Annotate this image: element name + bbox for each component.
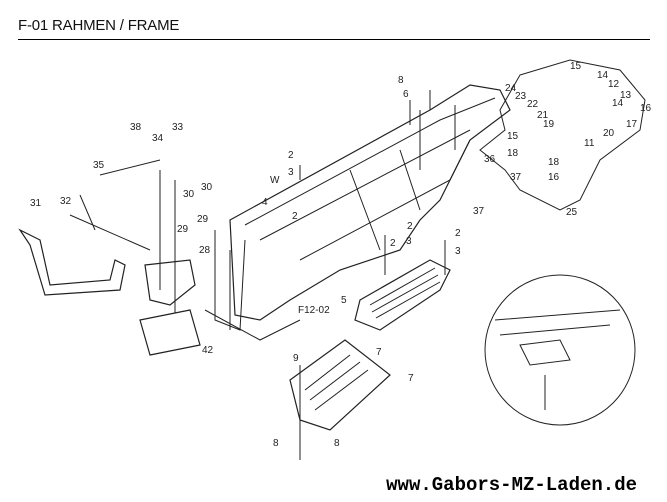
- frame-drawing: [18, 59, 646, 460]
- callout: 19: [543, 119, 555, 130]
- callout: 28: [199, 245, 211, 256]
- callout: 2: [390, 238, 396, 249]
- callout: 8: [398, 75, 404, 86]
- callout: 4: [262, 197, 268, 208]
- callout: F12-02: [298, 305, 330, 316]
- callout: 38: [130, 122, 142, 133]
- callout: 16: [640, 103, 652, 114]
- callout: 7: [408, 373, 414, 384]
- callout: 3: [288, 167, 294, 178]
- callout: 24: [505, 83, 517, 94]
- callout: 42: [202, 345, 214, 356]
- callout: 36: [484, 154, 496, 165]
- callout: 2: [407, 221, 413, 232]
- callout: 23: [515, 91, 527, 102]
- callout: 12: [608, 79, 620, 90]
- callout: 15: [507, 131, 519, 142]
- callout: 8: [334, 438, 340, 449]
- callout: 13: [620, 90, 632, 101]
- callout: 34: [152, 133, 164, 144]
- title-divider: [18, 39, 650, 40]
- callout: 29: [197, 214, 209, 225]
- callout: 2: [455, 228, 461, 239]
- callout: 16: [548, 172, 560, 183]
- callout: 29: [177, 224, 189, 235]
- callout: 31: [30, 198, 42, 209]
- callout: 32: [60, 196, 72, 207]
- callout: 14: [612, 98, 624, 109]
- callout: 2: [292, 211, 298, 222]
- callout: 11: [584, 138, 595, 149]
- callout: 5: [341, 295, 347, 306]
- callout: 30: [183, 189, 195, 200]
- callout: 25: [566, 207, 578, 218]
- callout: 30: [201, 182, 213, 193]
- part-callouts: 15 14 12 24 23 13 22 14 16 21 19 17 20 1…: [30, 61, 652, 449]
- callout: 15: [570, 61, 582, 72]
- callout: 22: [527, 99, 539, 110]
- callout: 21: [537, 110, 549, 121]
- callout: 6: [403, 89, 409, 100]
- callout: 37: [510, 172, 522, 183]
- callout: 9: [293, 353, 299, 364]
- callout: 2: [288, 150, 294, 161]
- callout: W: [270, 175, 280, 186]
- callout: 37: [473, 206, 485, 217]
- callout: 18: [507, 148, 519, 159]
- callout: 33: [172, 122, 184, 133]
- callout: 17: [626, 119, 638, 130]
- callout: 35: [93, 160, 105, 171]
- callout: 3: [455, 246, 461, 257]
- callout: 20: [603, 128, 615, 139]
- callout: 8: [273, 438, 279, 449]
- page-title: F-01 RAHMEN / FRAME: [18, 17, 180, 34]
- callout: 3: [406, 236, 412, 247]
- callout: 7: [376, 347, 382, 358]
- callout: 14: [597, 70, 609, 81]
- website-footer: www.Gabors-MZ-Laden.de: [386, 474, 637, 496]
- callout: 18: [548, 157, 560, 168]
